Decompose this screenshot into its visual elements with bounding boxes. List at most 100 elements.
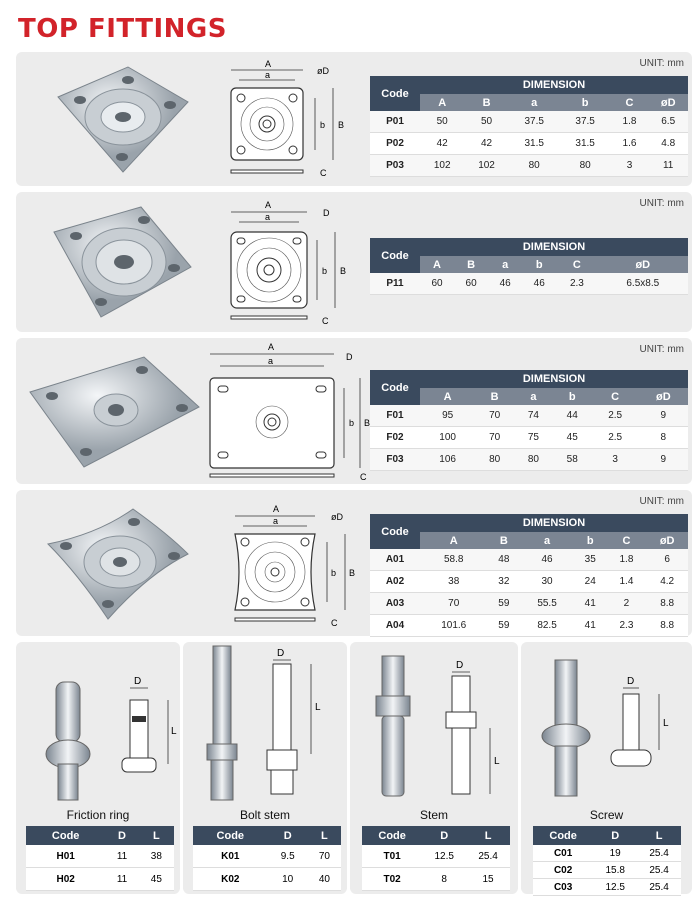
table-header-cell: A xyxy=(420,256,455,273)
table-header-cell: a xyxy=(508,94,560,111)
dimension-label: L xyxy=(315,702,321,713)
table-cell: 70 xyxy=(420,592,488,615)
dimension-label: B xyxy=(364,418,370,428)
dimension-label: C xyxy=(331,618,338,628)
table-cell: 80 xyxy=(559,154,611,177)
table-header-cell: C xyxy=(556,256,598,273)
table-cell: 8.8 xyxy=(646,614,688,637)
table-cell: 102 xyxy=(464,154,509,177)
table-cell: K01 xyxy=(193,845,268,868)
dimension-label: A xyxy=(273,504,279,514)
table-cell: 8 xyxy=(638,426,688,449)
table-cell: 15 xyxy=(466,867,510,891)
table-header-cell: Code xyxy=(193,826,268,845)
table-cell: 38 xyxy=(138,845,174,868)
table-header-cell: L xyxy=(307,826,341,845)
table-cell: 58.8 xyxy=(420,549,488,571)
table-cell: 32 xyxy=(487,570,521,593)
dimension-label: D xyxy=(346,352,353,362)
table-cell: 25.4 xyxy=(637,861,681,879)
table-cell: 31.5 xyxy=(508,132,560,155)
table-cell: 8.8 xyxy=(646,592,688,615)
table-header-cell: b xyxy=(573,532,607,549)
table-cell: 25.4 xyxy=(637,878,681,896)
table-cell: 25.4 xyxy=(637,845,681,862)
table-cell: 8 xyxy=(422,867,467,891)
caption: Stem xyxy=(419,808,448,822)
table-header-cell: C xyxy=(591,388,639,405)
table-cell: P11 xyxy=(370,273,420,295)
table-cell: 9 xyxy=(638,448,688,471)
table-header-cell: øD xyxy=(648,94,688,111)
table-cell: 2.3 xyxy=(556,273,598,295)
table-cell: 6.5x8.5 xyxy=(597,273,688,295)
table-header-cell: Code xyxy=(26,826,106,845)
dimension-label: b xyxy=(349,418,354,428)
table-header-cell: D xyxy=(105,826,139,845)
table-header-cell: Code xyxy=(362,826,423,845)
table-header-cell: b xyxy=(559,94,611,111)
table-cell: H01 xyxy=(26,845,106,868)
dimension-label: D xyxy=(627,676,634,687)
table-header-cell: C xyxy=(606,532,647,549)
table-cell: 80 xyxy=(508,154,560,177)
dimension-label: D xyxy=(323,208,330,218)
table-cell: H02 xyxy=(26,867,106,891)
table-cell: 42 xyxy=(420,132,465,155)
table-cell: 11 xyxy=(105,845,139,868)
table-header-cell: L xyxy=(466,826,510,845)
table-header-cell: DIMENSION xyxy=(420,370,688,388)
table-header-cell: b xyxy=(552,388,592,405)
table-cell: 2.3 xyxy=(606,614,647,637)
table-header-cell: Code xyxy=(370,370,420,405)
table-cell: 45 xyxy=(552,426,592,449)
table-cell: 40 xyxy=(307,867,341,891)
table-header-cell: DIMENSION xyxy=(420,76,688,94)
table-header-cell: Code xyxy=(370,514,420,549)
table-header-cell: Code xyxy=(370,76,420,111)
table-cell: A04 xyxy=(370,614,420,637)
table-cell: P02 xyxy=(370,132,420,155)
dimension-label: C xyxy=(320,168,327,178)
dimension-label: a xyxy=(265,212,270,222)
table-header-cell: D xyxy=(593,826,638,845)
table-cell: 37.5 xyxy=(508,111,560,133)
table-cell: A03 xyxy=(370,592,420,615)
table-header-cell: D xyxy=(267,826,308,845)
page-title: TOP FITTINGS xyxy=(18,14,227,44)
p11-drawing: A a D b B C xyxy=(230,200,346,326)
table-cell: 1.6 xyxy=(610,132,649,155)
table-cell: 70 xyxy=(475,405,515,427)
table-cell: 75 xyxy=(514,426,553,449)
table-cell: 59 xyxy=(487,592,521,615)
table-cell: 30 xyxy=(520,570,574,593)
table-cell: C01 xyxy=(533,845,594,862)
dimension-label: B xyxy=(349,568,355,578)
table-cell: 80 xyxy=(514,448,553,471)
table-cell: 3 xyxy=(610,154,649,177)
table-cell: 19 xyxy=(593,845,638,862)
caption: Friction ring xyxy=(66,808,130,822)
table-cell: 50 xyxy=(464,111,509,133)
dimension-label: a xyxy=(265,70,270,80)
table-cell: 45 xyxy=(138,867,174,891)
table-header-cell: L xyxy=(138,826,174,845)
table-cell: P01 xyxy=(370,111,420,133)
table-cell: T02 xyxy=(362,867,423,891)
table-header-cell: C xyxy=(610,94,649,111)
table-cell: 2 xyxy=(606,592,647,615)
